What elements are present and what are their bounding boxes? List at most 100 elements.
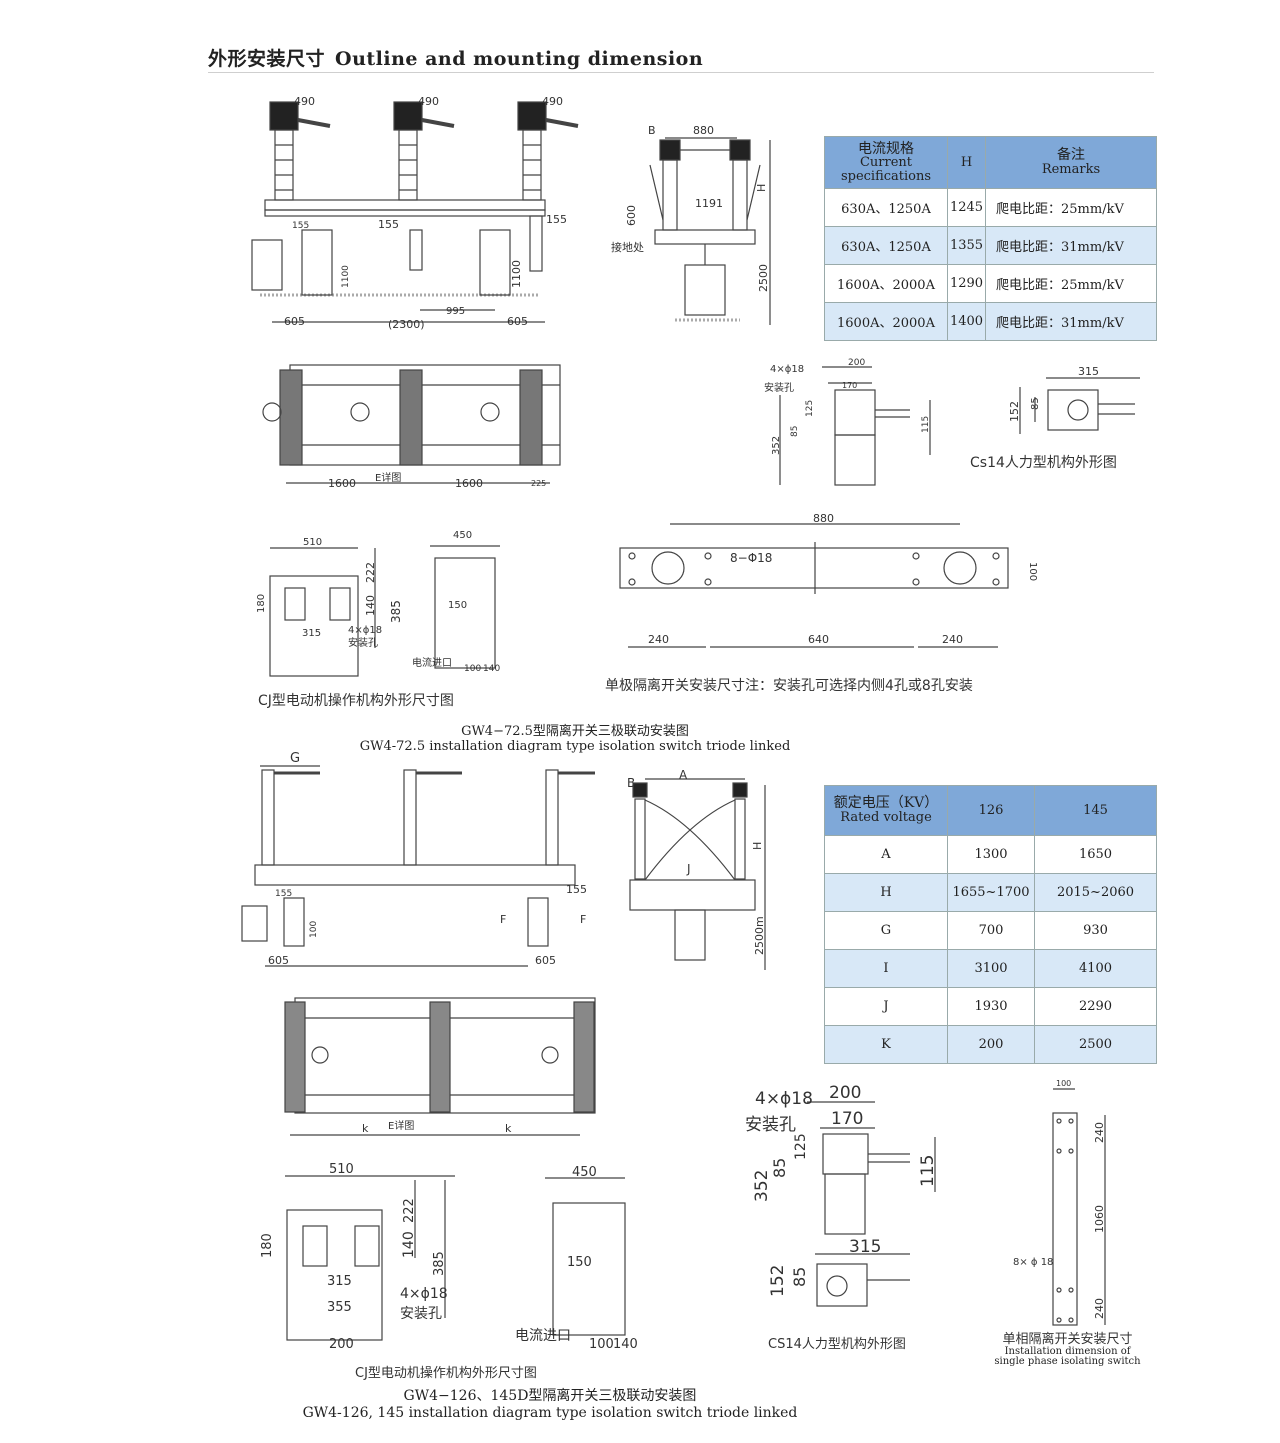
caption-cs14-72: Cs14人力型机构外形图 [970, 455, 1117, 471]
label-hole-cn: 安装孔 [764, 381, 794, 394]
dim-85: 85 [790, 426, 800, 437]
dim-115: 115 [918, 1155, 938, 1187]
caption-72-cn: GW4−72.5型隔离开关三极联动安装图 [461, 724, 689, 739]
dim-315: 315 [302, 628, 321, 639]
dim-170: 170 [842, 381, 857, 390]
dim-155-b: 155 [566, 883, 587, 896]
dim-315: 315 [849, 1237, 881, 1257]
dim-1600-a: 1600 [328, 477, 356, 490]
label-inlet: 电流进口 [412, 656, 452, 669]
dim-85: 85 [770, 1158, 789, 1178]
dim-2500m: 2500m [753, 916, 766, 955]
dim-450: 450 [453, 530, 472, 541]
dim-170: 170 [831, 1109, 863, 1129]
dim-152: 152 [1008, 401, 1021, 422]
label-inlet: 电流进口 [515, 1328, 571, 1344]
label-g: G [290, 751, 300, 766]
dim-100: 100 [1056, 1079, 1071, 1088]
dim-1100-b: 1100 [510, 260, 523, 288]
label-holes: 8× ϕ 18 [1013, 1257, 1053, 1268]
drawing-side-view-126: B A J H 2500m [627, 768, 766, 970]
drawing-cs14-126: 4×ϕ18 安装孔 200 170 125 85 352 115 315 85 … [745, 1083, 938, 1307]
dim-490-c: 490 [542, 95, 563, 108]
label-holes: 4×ϕ18 [348, 625, 382, 636]
dim-140: 140 [364, 595, 377, 616]
label-e-detail: E详图 [388, 1119, 414, 1132]
dim-155-b: 155 [378, 218, 399, 231]
dim-605-a: 605 [268, 954, 289, 967]
dim-240-b: 240 [1093, 1298, 1106, 1319]
title-cn: 外形安装尺寸 [208, 48, 326, 70]
dim-600: 600 [625, 205, 638, 226]
dim-385: 385 [432, 1251, 447, 1276]
dim-h: H [751, 842, 764, 850]
dim-510: 510 [329, 1162, 354, 1177]
dim-200: 200 [848, 358, 865, 368]
dim-100: 100 [309, 921, 319, 938]
label-hole-cn: 安装孔 [745, 1115, 796, 1135]
caption-cj-126: CJ型电动机操作机构外形尺寸图 [355, 1366, 537, 1381]
dim-180: 180 [260, 1233, 275, 1258]
dim-450: 450 [572, 1165, 597, 1180]
dim-315: 315 [327, 1274, 352, 1289]
label-holes: 4×ϕ18 [770, 364, 804, 375]
th-rated-voltage: 额定电压（KV）Rated voltage [824, 785, 948, 836]
drawing-front-view-72: 490 490 490 155 155 155 1100 1100 605 (2… [251, 95, 579, 331]
dim-125: 125 [805, 400, 815, 417]
dim-510: 510 [303, 537, 322, 548]
drawing-front-view-126: G 155 155 F F 100 605 605 [241, 751, 595, 967]
dim-115: 115 [921, 416, 931, 433]
dim-1100-a: 1100 [341, 265, 351, 288]
dim-225: 225 [531, 479, 546, 488]
dim-1600-b: 1600 [455, 477, 483, 490]
label-e-detail: E详图 [375, 471, 401, 484]
caption-cs14-126: CS14人力型机构外形图 [768, 1337, 906, 1352]
drawing-top-view-126: k E详图 k [284, 997, 596, 1136]
caption-72-en: GW4-72.5 installation diagram type isola… [359, 739, 791, 754]
caption-126: GW4−126、145D型隔离开关三极联动安装图 GW4-126, 145 in… [255, 1385, 845, 1421]
caption-126-cn: GW4−126、145D型隔离开关三极联动安装图 [403, 1388, 697, 1404]
dim-140b: 140 [483, 664, 500, 674]
label-ground: 接地处 [611, 241, 644, 254]
th-145: 145 [1034, 785, 1157, 836]
drawing-top-view-72: 1600 E详图 1600 225 [262, 364, 561, 490]
dim-605-b: 605 [535, 954, 556, 967]
dim-152: 152 [768, 1265, 788, 1297]
dim-155-a: 155 [292, 221, 309, 231]
dim-352: 352 [752, 1170, 772, 1202]
label-holes: 8−Φ18 [730, 551, 772, 565]
label-j: J [686, 862, 691, 876]
th-h: H [947, 136, 986, 189]
drawing-cs14-detail-72: 4×ϕ18 安装孔 200 170 125 85 352 115 [764, 358, 931, 486]
dim-240-b: 240 [942, 633, 963, 646]
dim-352: 352 [771, 436, 782, 455]
caption-126-en: GW4-126, 145 installation diagram type i… [302, 1405, 798, 1421]
dim-355: 355 [327, 1300, 352, 1315]
dim-385: 385 [389, 600, 403, 623]
header-rule [208, 72, 1154, 73]
label-a: A [679, 768, 688, 782]
dim-1060: 1060 [1093, 1205, 1106, 1233]
dim-880: 880 [693, 124, 714, 137]
dim-125: 125 [793, 1133, 809, 1160]
caption-72: GW4−72.5型隔离开关三极联动安装图 GW4-72.5 installati… [280, 720, 870, 754]
dim-605-b: 605 [507, 315, 528, 328]
label-f2: F [580, 913, 586, 926]
dim-140b: 140 [613, 1337, 638, 1352]
label-k1: k [362, 1122, 369, 1135]
dim-155-a: 155 [275, 889, 292, 899]
dim-155-c: 155 [546, 213, 567, 226]
label-b: B [627, 776, 635, 790]
dim-222: 222 [402, 1198, 417, 1223]
